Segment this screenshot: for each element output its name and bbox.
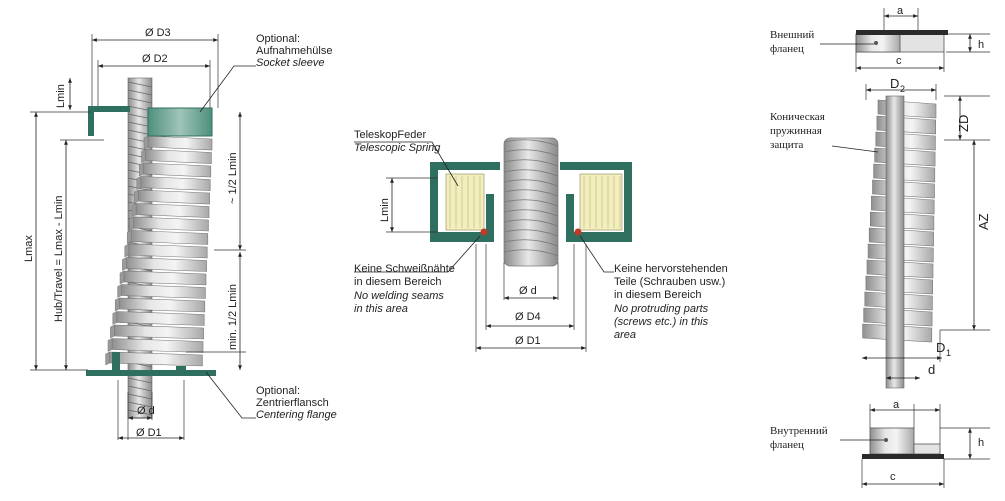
flange-de2: Zentrierflansch (256, 397, 329, 409)
inner-flange-1: Внутренний (770, 425, 828, 437)
weld-de2: in diesem Bereich (354, 276, 441, 288)
spring-de: TeleskopFeder (354, 129, 426, 141)
label-h-top: h (978, 39, 984, 51)
left-centering-flange (86, 352, 216, 376)
inner-flange (862, 427, 944, 459)
parts-en2: (screws etc.) in this (614, 316, 709, 328)
spring-en: Telescopic Spring (354, 142, 441, 154)
outer-flange-1: Внешний (770, 29, 814, 41)
parts-en3: area (614, 329, 636, 341)
outer-flange (855, 30, 948, 53)
parts-de2: Teile (Schrauben usw.) (614, 276, 725, 288)
label-lmin-middle: Lmin (379, 198, 391, 222)
label-a-top: a (897, 5, 904, 17)
weld-spot-right (574, 228, 582, 236)
sleeve-en: Socket sleeve (256, 57, 324, 69)
label-c-bottom: c (890, 471, 896, 483)
label-a-bottom: a (893, 399, 900, 411)
right-rod (885, 95, 905, 389)
sleeve-de2: Aufnahmehülse (256, 45, 332, 57)
flange-de: Optional: (256, 385, 300, 397)
label-d-small-middle: Ø d (519, 285, 537, 297)
parts-de1: Keine hervorstehenden (614, 263, 728, 275)
conical-2: пружинная (770, 125, 822, 137)
sleeve-de: Optional: (256, 33, 300, 45)
label-c-top: c (896, 55, 902, 67)
middle-diagram: TeleskopFeder Telescopic Spring Lmin Kei… (354, 129, 728, 352)
label-d2: Ø D2 (142, 53, 168, 65)
weld-en1: No welding seams (354, 290, 444, 302)
parts-de3: in diesem Bereich (614, 289, 701, 301)
telescopic-spring-right (579, 173, 623, 231)
label-az: AZ (976, 213, 991, 230)
left-diagram: Ø D3 Ø D2 Lmin Lmax Hub/Travel = Lmax - … (23, 27, 337, 440)
label-travel: Hub/Travel = Lmax - Lmin (53, 196, 65, 322)
label-h-bottom: h (978, 437, 984, 449)
parts-en1: No protruding parts (614, 303, 709, 315)
telescopic-spring-left (445, 173, 485, 231)
left-conical-spring (105, 135, 213, 367)
conical-1: Коническая (770, 111, 825, 123)
flange-en: Centering flange (256, 409, 337, 421)
middle-threaded-rod (503, 137, 559, 267)
inner-flange-2: фланец (770, 439, 804, 451)
weld-de1: Keine Schweißnähte (354, 263, 455, 275)
weld-spot-left (480, 228, 488, 236)
left-socket-sleeve (88, 106, 213, 137)
label-d-small-left: Ø d (137, 405, 155, 417)
label-d1-right-sub: 1 (946, 348, 951, 358)
label-lmax: Lmax (23, 235, 35, 262)
outer-flange-2: фланец (770, 43, 804, 55)
label-d-right: d (928, 362, 935, 377)
label-min-half-lmin: min. 1/2 Lmin (227, 284, 239, 350)
label-d1-left: Ø D1 (136, 427, 162, 439)
label-d2-right: D (890, 76, 899, 91)
label-zd: ZD (956, 115, 971, 132)
label-d2-right-sub: 2 (900, 84, 905, 94)
label-d1-middle: Ø D1 (515, 335, 541, 347)
conical-3: защита (770, 139, 804, 151)
weld-en2: in this area (354, 303, 408, 315)
label-d3: Ø D3 (145, 27, 171, 39)
label-half-lmin: ~ 1/2 Lmin (227, 152, 239, 204)
label-d1-right: D (936, 340, 945, 355)
label-d4: Ø D4 (515, 311, 541, 323)
label-lmin-top: Lmin (55, 84, 67, 108)
right-diagram: Внешний фланец a h c D 2 Коническая пруж… (770, 5, 991, 488)
